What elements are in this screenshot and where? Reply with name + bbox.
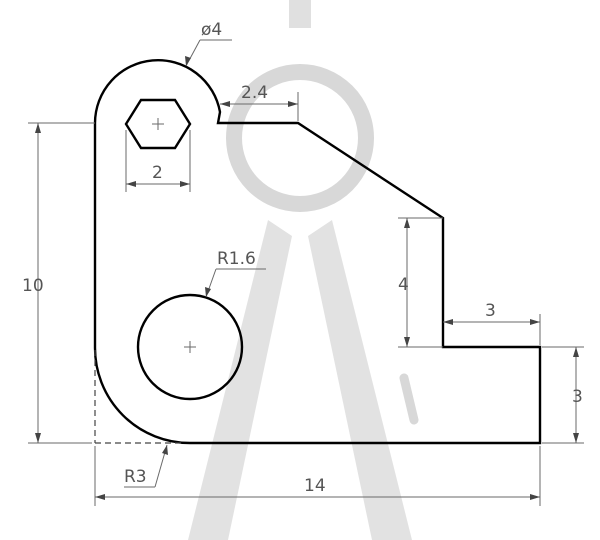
dimension-corner-radius: R3	[124, 444, 168, 488]
corner-radius-label: R3	[124, 467, 147, 487]
compass-watermark-leg-left	[188, 220, 292, 540]
dimension-arc-radius: R1.6	[205, 249, 266, 298]
dimension-hex-width: 2	[125, 130, 191, 192]
step-height-label: 4	[398, 275, 409, 295]
circle-center-mark	[184, 341, 196, 353]
step-width-label: 3	[485, 301, 496, 321]
circle-hole	[136, 293, 244, 401]
compass-watermark-head	[226, 64, 374, 212]
hexagon-center-mark	[152, 118, 164, 130]
dimension-top-gap: 2.4	[220, 83, 299, 121]
hidden-corner-lines	[94, 350, 185, 444]
overall-height-label: 10	[22, 276, 44, 296]
compass-watermark-mark	[399, 373, 419, 425]
compass-watermark	[188, 0, 419, 540]
dimension-overall-height: 10	[22, 122, 95, 444]
overall-width-label: 14	[304, 476, 326, 496]
dimension-step-width: 3	[443, 301, 541, 345]
compass-watermark-handle	[289, 0, 311, 28]
dimension-step-height: 4	[398, 217, 443, 348]
top-gap-label: 2.4	[241, 83, 268, 103]
compass-watermark-leg-right	[308, 220, 412, 540]
arc-radius-label: R1.6	[217, 249, 256, 269]
dimension-hole-diameter: ø4	[185, 20, 232, 67]
part-outline	[93, 59, 542, 445]
dimension-overall-width: 14	[94, 446, 541, 506]
foot-height-label: 3	[572, 387, 583, 407]
hole-diameter-label: ø4	[201, 20, 222, 40]
dimension-foot-height: 3	[542, 346, 584, 444]
hex-width-label: 2	[152, 163, 163, 183]
hexagon-hole	[124, 98, 192, 150]
